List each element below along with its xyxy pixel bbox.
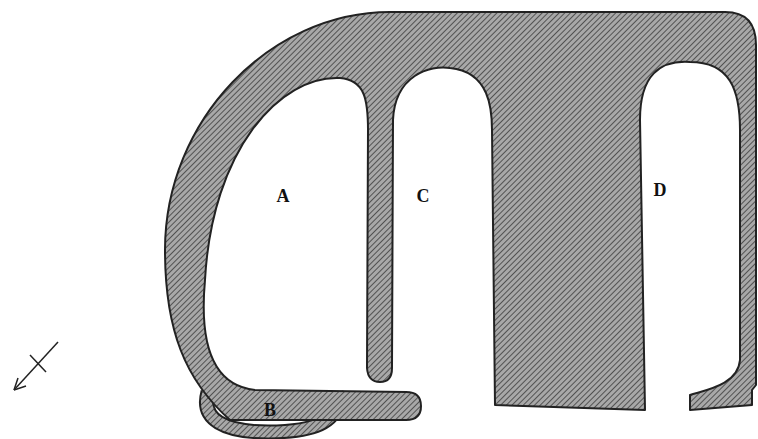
main-body [165,12,756,420]
region-letter: A [277,187,290,205]
region-letter: B [264,401,276,419]
region-letter: C [417,187,430,205]
north-arrow [14,342,58,390]
region-letter: D [654,181,667,199]
